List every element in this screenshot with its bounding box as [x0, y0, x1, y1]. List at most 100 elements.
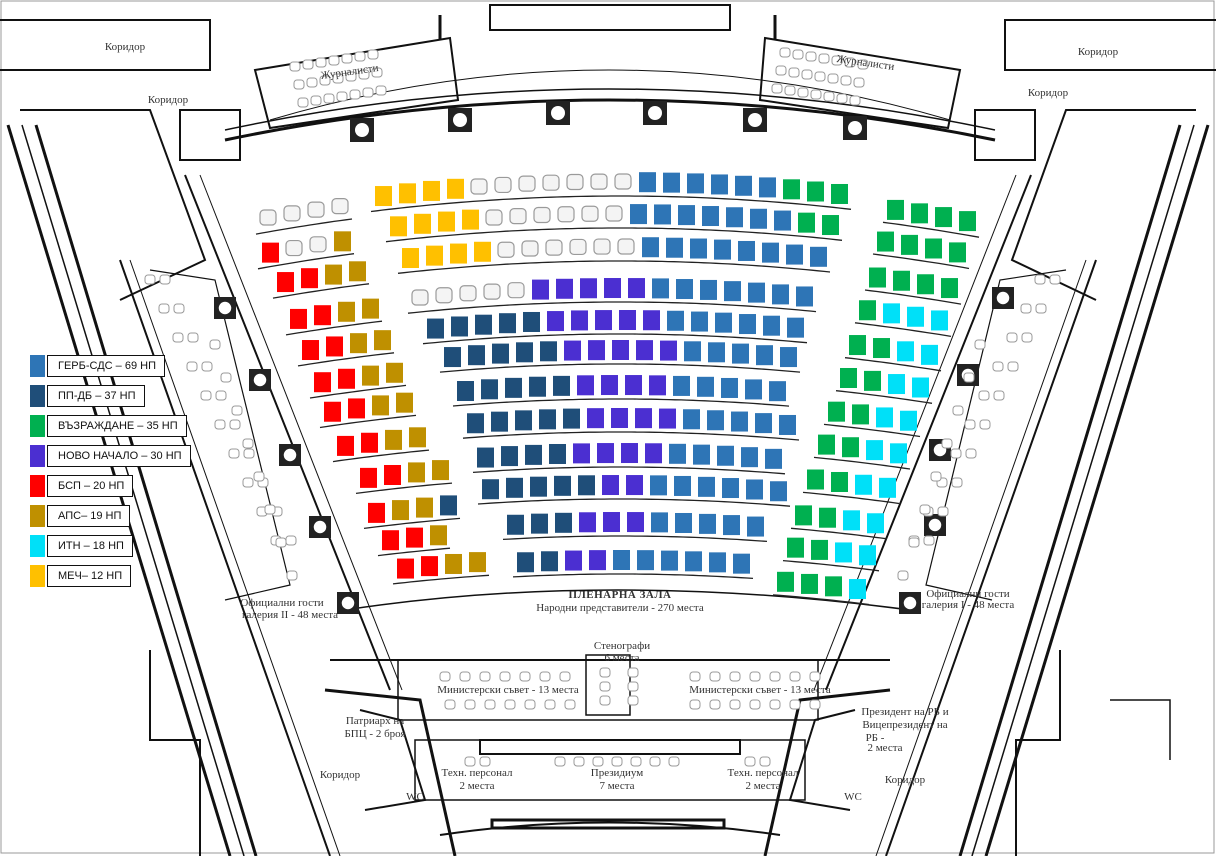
seat-left-R[interactable] — [368, 502, 385, 523]
seat-center-B[interactable] — [697, 376, 714, 397]
seat-center-B[interactable] — [780, 347, 797, 368]
seat-center-B[interactable] — [779, 414, 796, 435]
seat-left-R[interactable] — [384, 464, 401, 485]
seat-right-C[interactable] — [876, 407, 893, 428]
seat-left-R[interactable] — [348, 398, 365, 419]
empty-seat[interactable] — [459, 285, 477, 302]
seat-center-D[interactable] — [506, 477, 523, 498]
seat-right-C[interactable] — [866, 440, 883, 461]
empty-seat[interactable] — [494, 176, 512, 194]
seat-center-N[interactable] — [532, 279, 549, 300]
seat-center-B[interactable] — [642, 237, 659, 258]
seat-center-N[interactable] — [649, 375, 666, 396]
seat-left-R[interactable] — [382, 530, 399, 551]
seat-center-B[interactable] — [687, 173, 704, 194]
seat-center-B[interactable] — [774, 210, 791, 231]
seat-left-A[interactable] — [350, 333, 367, 354]
seat-center-B[interactable] — [763, 315, 780, 336]
seat-center-Y[interactable] — [399, 183, 416, 204]
seat-right-G[interactable] — [818, 434, 835, 455]
seat-center-D[interactable] — [499, 313, 516, 334]
empty-seat[interactable] — [435, 287, 453, 304]
empty-seat[interactable] — [307, 201, 325, 218]
seat-center-B[interactable] — [731, 411, 748, 432]
seat-right-G[interactable] — [925, 238, 942, 259]
seat-right-C[interactable] — [907, 306, 924, 327]
seat-center-N[interactable] — [565, 550, 582, 571]
seat-center-B[interactable] — [786, 244, 803, 265]
seat-center-D[interactable] — [505, 377, 522, 398]
seat-center-Y[interactable] — [474, 241, 491, 262]
seat-center-B[interactable] — [714, 239, 731, 260]
seat-center-D[interactable] — [529, 376, 546, 397]
seat-left-R[interactable] — [277, 272, 294, 293]
seat-center-N[interactable] — [597, 443, 614, 464]
seat-center-N[interactable] — [588, 340, 605, 361]
empty-seat[interactable] — [521, 240, 539, 257]
seat-right-G[interactable] — [831, 471, 848, 492]
seat-right-C[interactable] — [897, 341, 914, 362]
seat-right-C[interactable] — [921, 344, 938, 365]
seat-left-R[interactable] — [361, 432, 378, 453]
seat-center-B[interactable] — [673, 375, 690, 396]
seat-center-D[interactable] — [481, 379, 498, 400]
seat-center-Y[interactable] — [447, 178, 464, 199]
seat-center-Y[interactable] — [402, 248, 419, 269]
seat-center-B[interactable] — [661, 550, 678, 571]
seat-left-D[interactable] — [440, 495, 457, 516]
seat-center-D[interactable] — [451, 316, 468, 337]
seat-center-N[interactable] — [621, 443, 638, 464]
seat-center-N[interactable] — [604, 278, 621, 299]
seat-right-C[interactable] — [879, 477, 896, 498]
seat-center-D[interactable] — [541, 551, 558, 572]
seat-center-D[interactable] — [516, 342, 533, 363]
seat-center-N[interactable] — [625, 375, 642, 396]
seat-left-R[interactable] — [302, 340, 319, 361]
seat-center-D[interactable] — [501, 446, 518, 467]
seat-center-B[interactable] — [711, 174, 728, 195]
seat-center-B[interactable] — [733, 553, 750, 574]
seat-right-G[interactable] — [901, 234, 918, 255]
seat-right-C[interactable] — [890, 443, 907, 464]
seat-center-D[interactable] — [491, 411, 508, 432]
seat-center-B[interactable] — [756, 345, 773, 366]
seat-center-D[interactable] — [468, 345, 485, 366]
seat-center-B[interactable] — [769, 381, 786, 402]
seat-center-N[interactable] — [580, 278, 597, 299]
seat-center-D[interactable] — [507, 514, 524, 535]
seat-center-N[interactable] — [579, 512, 596, 533]
seat-center-N[interactable] — [564, 340, 581, 361]
empty-seat[interactable] — [566, 173, 584, 191]
seat-center-N[interactable] — [635, 408, 652, 429]
seat-center-B[interactable] — [652, 278, 669, 299]
empty-seat[interactable] — [485, 209, 503, 226]
seat-center-D[interactable] — [475, 314, 492, 335]
seat-center-Y[interactable] — [450, 243, 467, 264]
seat-center-B[interactable] — [735, 175, 752, 196]
seat-center-G[interactable] — [798, 212, 815, 233]
seat-center-B[interactable] — [639, 172, 656, 193]
seat-center-B[interactable] — [667, 310, 684, 331]
seat-left-A[interactable] — [409, 427, 426, 448]
seat-center-N[interactable] — [587, 408, 604, 429]
seat-right-G[interactable] — [840, 367, 857, 388]
seat-center-Y[interactable] — [423, 180, 440, 201]
seat-left-A[interactable] — [362, 365, 379, 386]
seat-left-R[interactable] — [338, 368, 355, 389]
seat-center-B[interactable] — [765, 448, 782, 469]
seat-left-A[interactable] — [408, 462, 425, 483]
seat-right-G[interactable] — [877, 231, 894, 252]
seat-center-B[interactable] — [676, 279, 693, 300]
seat-left-A[interactable] — [385, 429, 402, 450]
seat-center-D[interactable] — [444, 347, 461, 368]
seat-right-G[interactable] — [873, 338, 890, 359]
seat-right-G[interactable] — [787, 537, 804, 558]
seat-center-D[interactable] — [515, 410, 532, 431]
seat-center-D[interactable] — [523, 311, 540, 332]
seat-center-B[interactable] — [772, 284, 789, 305]
empty-seat[interactable] — [507, 282, 525, 299]
seat-left-R[interactable] — [301, 268, 318, 289]
seat-center-D[interactable] — [555, 512, 572, 533]
seat-center-N[interactable] — [645, 443, 662, 464]
seat-left-A[interactable] — [392, 500, 409, 521]
